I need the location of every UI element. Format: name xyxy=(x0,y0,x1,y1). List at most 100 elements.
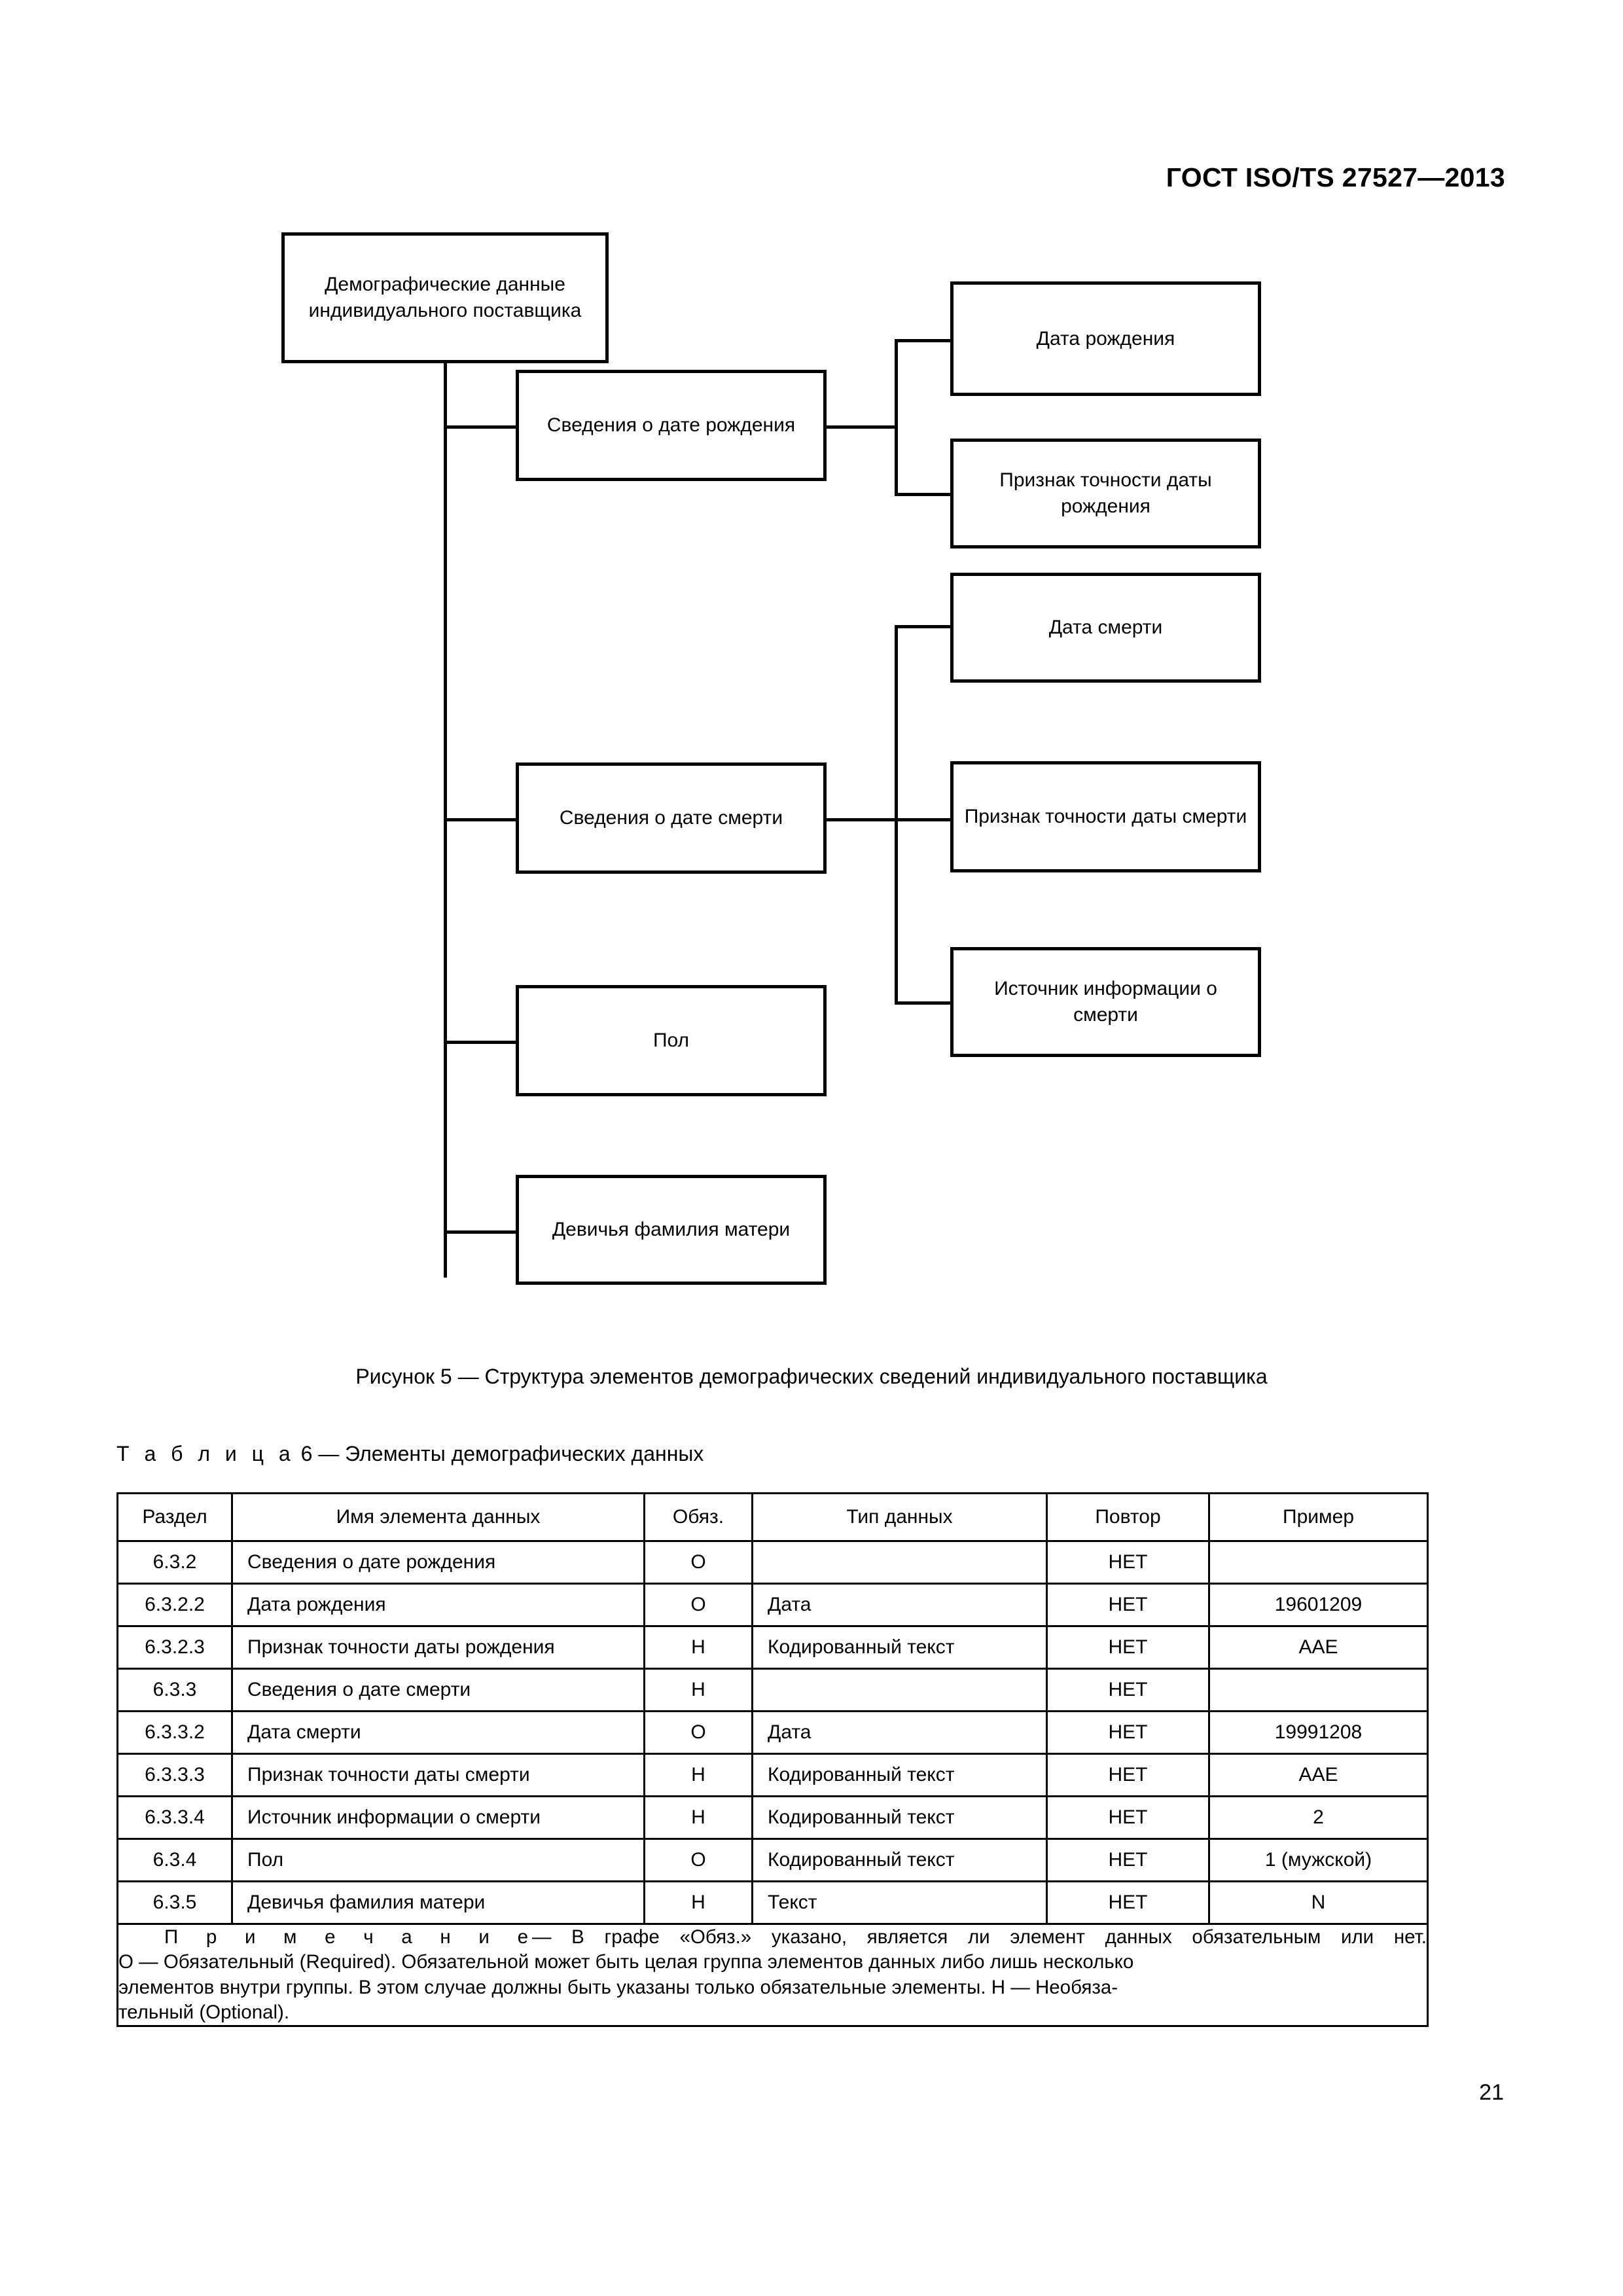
cell-section: 6.3.3.3 xyxy=(116,1753,233,1797)
column-header-repeat: Повтор xyxy=(1046,1492,1210,1542)
cell-example xyxy=(1208,1540,1429,1585)
column-header-name: Имя элемента данных xyxy=(231,1492,645,1542)
cell-obligatory: О xyxy=(643,1710,753,1755)
cell-repeat: НЕТ xyxy=(1046,1583,1210,1627)
cell-example: AAE xyxy=(1208,1753,1429,1797)
cell-datatype xyxy=(751,1540,1048,1585)
cell-example: AAE xyxy=(1208,1625,1429,1670)
cell-name: Признак точности даты смерти xyxy=(231,1753,645,1797)
node-mother-maiden-name: Девичья фамилия матери xyxy=(516,1175,827,1285)
connector-birth-group-out xyxy=(826,425,898,429)
node-root: Демографические данные индивидуального п… xyxy=(281,232,609,363)
cell-section: 6.3.3.2 xyxy=(116,1710,233,1755)
cell-example: 19601209 xyxy=(1208,1583,1429,1627)
cell-obligatory: Н xyxy=(643,1625,753,1670)
table-note-row: П р и м е ч а н и е— В графе «Обяз.» ука… xyxy=(116,1922,1429,2028)
cell-example: 1 (мужской) xyxy=(1208,1838,1429,1882)
table-row: 6.3.3.2 Дата смерти О Дата НЕТ 19991208 xyxy=(116,1710,1429,1755)
cell-name: Дата рождения xyxy=(231,1583,645,1627)
data-elements-table: Раздел Имя элемента данных Обяз. Тип дан… xyxy=(116,1492,1429,2028)
column-header-obligatory: Обяз. xyxy=(643,1492,753,1542)
cell-name: Сведения о дате смерти xyxy=(231,1668,645,1712)
table-title-prefix: Т а б л и ц а xyxy=(116,1442,295,1465)
column-header-section: Раздел xyxy=(116,1492,233,1542)
cell-section: 6.3.4 xyxy=(116,1838,233,1882)
table-note-line-2: О — Обязательный (Required). Обязательно… xyxy=(118,1951,1134,1973)
cell-datatype: Текст xyxy=(751,1880,1048,1925)
cell-name: Девичья фамилия матери xyxy=(231,1880,645,1925)
table-note-line-1: П р и м е ч а н и е— В графе «Обяз.» ука… xyxy=(118,1925,1427,1950)
table-row: 6.3.2.3 Признак точности даты рождения Н… xyxy=(116,1625,1429,1670)
table-body: 6.3.2 Сведения о дате рождения О НЕТ 6.3… xyxy=(116,1540,1429,2028)
node-death-date: Дата смерти xyxy=(950,573,1261,683)
column-header-example: Пример xyxy=(1208,1492,1429,1542)
cell-repeat: НЕТ xyxy=(1046,1668,1210,1712)
connector-to-death-accuracy xyxy=(895,818,954,821)
node-death-group: Сведения о дате смерти xyxy=(516,762,827,874)
figure-caption: Рисунок 5 — Структура элементов демограф… xyxy=(355,1365,1268,1388)
connector-to-death-group xyxy=(444,818,516,821)
table-note-line-4: тельный (Optional). xyxy=(118,2001,290,2024)
table-row: 6.3.5 Девичья фамилия матери Н Текст НЕТ… xyxy=(116,1880,1429,1925)
cell-section: 6.3.2.2 xyxy=(116,1583,233,1627)
connector-to-mother-maiden xyxy=(444,1230,516,1234)
figure-5-diagram: Демографические данные индивидуального п… xyxy=(0,216,1623,1355)
node-death-accuracy: Признак точности даты смерти xyxy=(950,761,1261,872)
cell-repeat: НЕТ xyxy=(1046,1838,1210,1882)
table-row: 6.3.3.3 Признак точности даты смерти Н К… xyxy=(116,1753,1429,1797)
cell-obligatory: Н xyxy=(643,1668,753,1712)
cell-datatype: Кодированный текст xyxy=(751,1625,1048,1670)
cell-repeat: НЕТ xyxy=(1046,1625,1210,1670)
table-title: Т а б л и ц а 6 — Элементы демографическ… xyxy=(116,1442,704,1466)
cell-obligatory: О xyxy=(643,1540,753,1585)
table-title-dash: — xyxy=(318,1442,340,1465)
cell-name: Пол xyxy=(231,1838,645,1882)
cell-name: Признак точности даты рождения xyxy=(231,1625,645,1670)
cell-section: 6.3.5 xyxy=(116,1880,233,1925)
table-header-row: Раздел Имя элемента данных Обяз. Тип дан… xyxy=(116,1492,1429,1542)
connector-to-death-date xyxy=(895,625,954,628)
column-header-datatype: Тип данных xyxy=(751,1492,1048,1542)
cell-example: 2 xyxy=(1208,1795,1429,1840)
cell-repeat: НЕТ xyxy=(1046,1880,1210,1925)
cell-section: 6.3.3.4 xyxy=(116,1795,233,1840)
cell-section: 6.3.3 xyxy=(116,1668,233,1712)
table-title-number: 6 xyxy=(300,1442,313,1465)
connector-to-birth-accuracy xyxy=(895,493,954,496)
cell-name: Сведения о дате рождения xyxy=(231,1540,645,1585)
table-title-text: Элементы демографических данных xyxy=(345,1442,704,1465)
cell-datatype: Дата xyxy=(751,1710,1048,1755)
table-note-lead: П р и м е ч а н и е xyxy=(164,1926,532,1948)
connector-to-death-source xyxy=(895,1001,954,1005)
node-birth-group: Сведения о дате рождения xyxy=(516,370,827,481)
cell-repeat: НЕТ xyxy=(1046,1710,1210,1755)
connector-death-group-out xyxy=(826,818,898,821)
table-note-line-3: элементов внутри группы. В этом случае д… xyxy=(118,1976,1118,1998)
node-sex: Пол xyxy=(516,985,827,1096)
table-row: 6.3.4 Пол О Кодированный текст НЕТ 1 (му… xyxy=(116,1838,1429,1882)
table-note-line1-text: — В графе «Обяз.» указано, является ли э… xyxy=(531,1926,1427,1948)
connector-to-birth-date xyxy=(895,339,954,342)
cell-example: 19991208 xyxy=(1208,1710,1429,1755)
page-number: 21 xyxy=(1479,2080,1504,2105)
cell-datatype: Дата xyxy=(751,1583,1048,1627)
node-birth-date: Дата рождения xyxy=(950,281,1261,396)
node-birth-accuracy: Признак точности даты рождения xyxy=(950,439,1261,548)
cell-repeat: НЕТ xyxy=(1046,1540,1210,1585)
cell-datatype xyxy=(751,1668,1048,1712)
cell-repeat: НЕТ xyxy=(1046,1795,1210,1840)
connector-to-birth-group xyxy=(444,425,516,429)
cell-obligatory: Н xyxy=(643,1795,753,1840)
cell-datatype: Кодированный текст xyxy=(751,1838,1048,1882)
table-row: 6.3.3.4 Источник информации о смерти Н К… xyxy=(116,1795,1429,1840)
cell-obligatory: Н xyxy=(643,1753,753,1797)
cell-example: N xyxy=(1208,1880,1429,1925)
cell-datatype: Кодированный текст xyxy=(751,1795,1048,1840)
cell-section: 6.3.2.3 xyxy=(116,1625,233,1670)
cell-example xyxy=(1208,1668,1429,1712)
connector-death-trunk xyxy=(895,625,898,1005)
connector-birth-trunk xyxy=(895,339,898,496)
cell-name: Дата смерти xyxy=(231,1710,645,1755)
page-header-standard-title: ГОСТ ISO/TS 27527—2013 xyxy=(1166,162,1505,192)
